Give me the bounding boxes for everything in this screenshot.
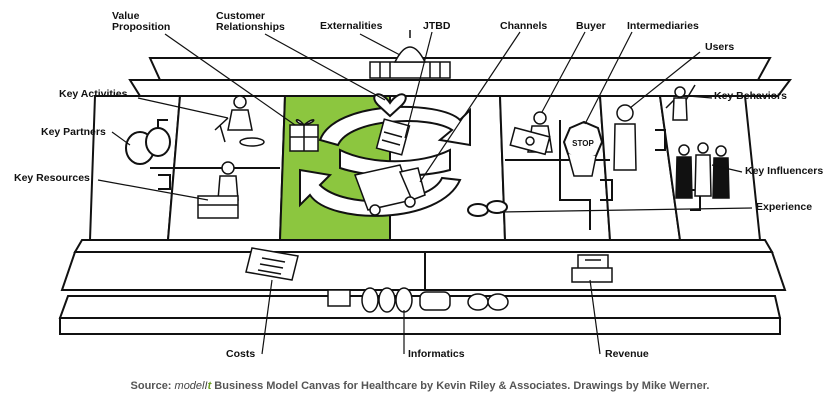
label-costs: Costs — [226, 348, 256, 360]
label-intermediaries: Intermediaries — [627, 20, 699, 32]
key-influencers-group-icon — [675, 142, 730, 199]
label-jtbd: JTBD — [423, 20, 451, 32]
label-key-partners: Key Partners — [41, 126, 106, 138]
informatics-equipment-icon — [327, 287, 509, 313]
invoice-paper-icon — [245, 247, 299, 281]
canvas-bottom-bands — [58, 239, 787, 335]
brand-part1: modelI — [174, 380, 208, 392]
heart-icon — [373, 93, 407, 118]
label-experience: Experience — [756, 201, 813, 213]
canvas-top-band — [128, 57, 792, 97]
key-behaviors-figure-icon — [665, 84, 696, 121]
stop-sign-text: STOP — [572, 139, 594, 148]
cash-register-icon — [571, 254, 613, 283]
clipboard-icon — [375, 118, 411, 156]
label-key-resources: Key Resources — [14, 172, 90, 184]
label-informatics: Informatics — [408, 348, 465, 360]
label-key-influencers: Key Influencers — [745, 165, 824, 177]
person-with-boxes-icon — [197, 161, 239, 219]
cycle-arrow-top — [318, 105, 471, 147]
brand-logo-text: modelIt — [175, 380, 212, 392]
worker-shoveling-icon — [214, 95, 265, 147]
gift-box-icon — [289, 119, 319, 152]
eyeglasses-icon — [467, 200, 508, 217]
user-person-icon — [613, 104, 637, 171]
label-customer-relationships-line2: Relationships — [216, 21, 285, 33]
source-caption: Source: modelIt Business Model Canvas fo… — [0, 380, 840, 392]
handshake-icon — [125, 127, 171, 165]
label-value-proposition-line1: Value — [112, 10, 140, 22]
label-key-activities: Key Activities — [59, 88, 128, 100]
leader-lines — [97, 31, 753, 355]
buyer-with-cash-icon — [509, 111, 553, 156]
delivery-truck-icon — [353, 164, 426, 216]
stop-sign-icon — [562, 120, 604, 177]
label-value-proposition-line2: Proposition — [112, 21, 171, 33]
label-key-behaviors: Key Behaviors — [714, 90, 787, 102]
label-externalities: Externalities — [320, 20, 383, 32]
label-buyer: Buyer — [576, 20, 606, 32]
label-revenue: Revenue — [605, 348, 649, 360]
label-channels: Channels — [500, 20, 548, 32]
label-users: Users — [705, 41, 735, 53]
costs-block — [60, 251, 426, 291]
brand-part2: t — [207, 380, 212, 392]
label-customer-relationships-line1: Customer — [216, 10, 266, 22]
source-text: Business Model Canvas for Healthcare by … — [211, 380, 710, 392]
source-prefix: Source: — [130, 380, 175, 392]
capitol-building-icon — [369, 30, 451, 79]
